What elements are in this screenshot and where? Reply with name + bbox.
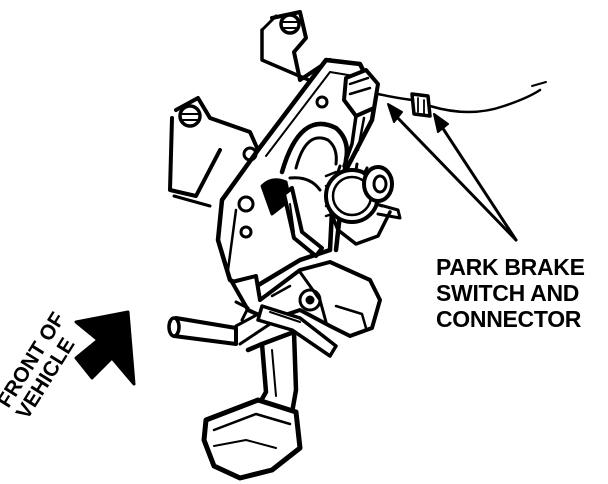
upper-mounting-bracket [260, 10, 332, 86]
pivot-bolt-icon [298, 288, 322, 312]
bolt-hole-icon [242, 146, 258, 162]
left-mounting-bracket [168, 96, 260, 208]
park-brake-switch-callout: PARK BRAKE SWITCH AND CONNECTOR [436, 254, 606, 332]
release-pawl [282, 186, 324, 258]
callout-line-1: PARK BRAKE [436, 254, 585, 280]
bolt-hole-icon [239, 225, 253, 239]
callout-line-3: CONNECTOR [436, 306, 582, 332]
release-link [256, 304, 338, 358]
ratchet-sector [279, 121, 350, 253]
mounting-nut-icon [178, 104, 202, 128]
bold-arrow-icon [74, 310, 136, 386]
switch-connector [376, 81, 547, 118]
callout-leaders [387, 103, 518, 242]
mounting-nut-icon [279, 13, 301, 35]
bolt-hole-icon [237, 195, 255, 213]
pivot-shaft [362, 165, 402, 220]
bolt-hole-icon [315, 95, 329, 109]
callout-line-2: SWITCH AND [436, 280, 580, 306]
park-brake-switch [342, 68, 380, 168]
bracket-plate [215, 57, 379, 293]
pedal-pad [201, 397, 303, 481]
